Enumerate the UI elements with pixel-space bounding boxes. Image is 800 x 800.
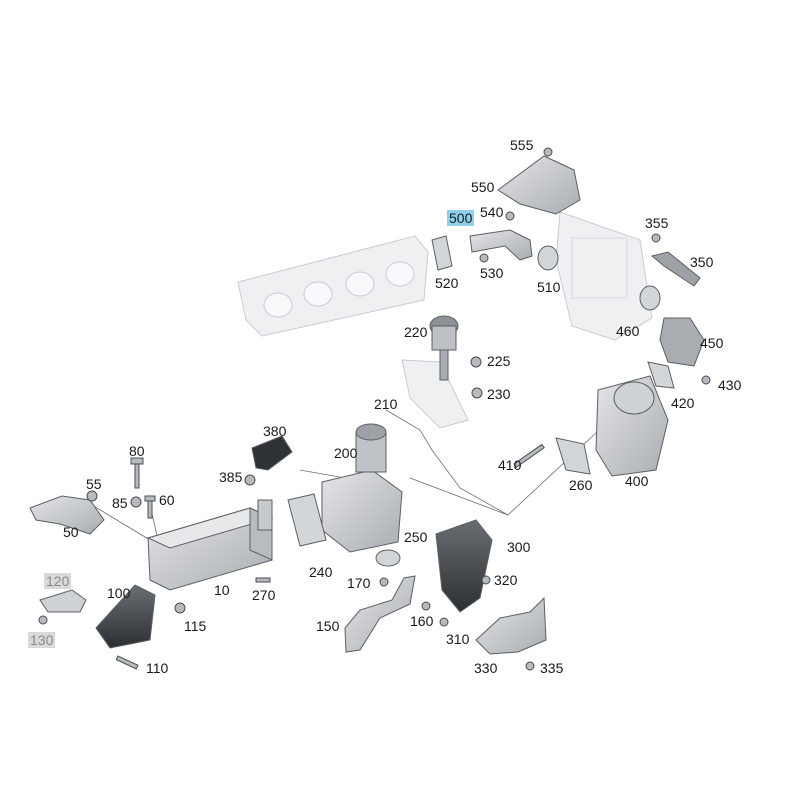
- bolt-540[interactable]: [505, 211, 515, 221]
- bolt-385[interactable]: [244, 474, 256, 486]
- callout-530[interactable]: 530: [480, 265, 504, 281]
- callout-250[interactable]: 250: [404, 529, 428, 545]
- faded-background-parts: [237, 211, 653, 429]
- callout-355[interactable]: 355: [645, 215, 669, 231]
- callout-50[interactable]: 50: [63, 524, 79, 540]
- callout-170[interactable]: 170: [347, 575, 371, 591]
- callout-130[interactable]: 130: [28, 632, 56, 648]
- callout-460[interactable]: 460: [616, 323, 640, 339]
- callout-120[interactable]: 120: [44, 573, 72, 589]
- part-450[interactable]: [659, 317, 705, 367]
- bolt-60[interactable]: [144, 495, 156, 519]
- bolt-310[interactable]: [439, 617, 449, 627]
- bolt-335[interactable]: [525, 661, 535, 671]
- callout-320[interactable]: 320: [494, 572, 518, 588]
- callout-80[interactable]: 80: [129, 443, 145, 459]
- callout-10[interactable]: 10: [214, 582, 230, 598]
- bolt-230[interactable]: [471, 387, 483, 399]
- callout-385[interactable]: 385: [219, 469, 243, 485]
- callout-230[interactable]: 230: [487, 386, 511, 402]
- callout-310[interactable]: 310: [446, 631, 470, 647]
- clip-120[interactable]: [39, 589, 87, 613]
- gasket-460[interactable]: [639, 285, 661, 311]
- callout-220[interactable]: 220: [404, 324, 428, 340]
- callout-430[interactable]: 430: [718, 377, 742, 393]
- callout-225[interactable]: 225: [487, 353, 511, 369]
- gasket-260[interactable]: [555, 437, 591, 475]
- bolt-170[interactable]: [379, 577, 389, 587]
- callout-450[interactable]: 450: [700, 335, 724, 351]
- callout-160[interactable]: 160: [410, 613, 434, 629]
- bolt-115[interactable]: [174, 602, 186, 614]
- nut-55[interactable]: [86, 490, 98, 502]
- callout-240[interactable]: 240: [309, 564, 333, 580]
- callout-260[interactable]: 260: [569, 477, 593, 493]
- callout-380[interactable]: 380: [263, 423, 287, 439]
- bolt-160[interactable]: [421, 601, 431, 611]
- egr-cooler[interactable]: [146, 499, 274, 591]
- callout-335[interactable]: 335: [540, 660, 564, 676]
- callout-270[interactable]: 270: [252, 587, 276, 603]
- bracket-350[interactable]: [650, 251, 701, 287]
- bolt-110[interactable]: [115, 655, 139, 670]
- bracket-50[interactable]: [29, 495, 105, 535]
- gasket-510[interactable]: [537, 245, 559, 271]
- heat-shield-330[interactable]: [475, 596, 547, 655]
- callout-55[interactable]: 55: [86, 476, 102, 492]
- callout-410[interactable]: 410: [498, 457, 522, 473]
- callout-420[interactable]: 420: [671, 395, 695, 411]
- callout-300[interactable]: 300: [507, 539, 531, 555]
- bolt-355[interactable]: [651, 233, 661, 243]
- callout-555[interactable]: 555: [510, 137, 534, 153]
- callout-60[interactable]: 60: [159, 492, 175, 508]
- bolt-320[interactable]: [481, 575, 491, 585]
- fasteners: [38, 147, 711, 671]
- callout-200[interactable]: 200: [334, 445, 358, 461]
- parts: [29, 155, 705, 655]
- callout-540[interactable]: 540: [480, 204, 504, 220]
- callout-85[interactable]: 85: [112, 495, 128, 511]
- bracket-300[interactable]: [435, 519, 493, 613]
- bolt-555[interactable]: [543, 147, 553, 157]
- bolt-225[interactable]: [470, 356, 482, 368]
- callout-550[interactable]: 550: [471, 179, 495, 195]
- callout-110[interactable]: 110: [146, 660, 169, 676]
- callout-500[interactable]: 500: [447, 210, 475, 226]
- callout-100[interactable]: 100: [107, 585, 131, 601]
- bolt-410[interactable]: [513, 443, 545, 468]
- callout-400[interactable]: 400: [625, 473, 649, 489]
- bolt-270[interactable]: [255, 577, 271, 583]
- bolt-130[interactable]: [38, 615, 48, 625]
- gasket-420[interactable]: [647, 361, 675, 389]
- turbocharger[interactable]: [595, 375, 669, 477]
- callout-115[interactable]: 115: [184, 618, 207, 634]
- gasket-250[interactable]: [375, 549, 401, 567]
- bolt-430[interactable]: [701, 375, 711, 385]
- callout-330[interactable]: 330: [474, 660, 498, 676]
- heat-shield-550[interactable]: [497, 155, 581, 215]
- hose-380[interactable]: [251, 435, 293, 471]
- callout-520[interactable]: 520: [435, 275, 459, 291]
- bolt-530[interactable]: [479, 253, 489, 263]
- callout-210[interactable]: 210: [374, 396, 398, 412]
- callout-350[interactable]: 350: [690, 254, 714, 270]
- gasket-520[interactable]: [431, 235, 453, 271]
- egr-pipe[interactable]: [344, 575, 416, 653]
- actuator[interactable]: [429, 315, 459, 381]
- washer-85[interactable]: [130, 496, 142, 508]
- pipe-500[interactable]: [469, 229, 533, 261]
- callout-150[interactable]: 150: [316, 618, 340, 634]
- callout-510[interactable]: 510: [537, 279, 561, 295]
- gasket-240[interactable]: [287, 493, 327, 547]
- bolt-80[interactable]: [130, 457, 144, 489]
- bracket-100[interactable]: [95, 584, 156, 649]
- egr-valve[interactable]: [321, 423, 403, 553]
